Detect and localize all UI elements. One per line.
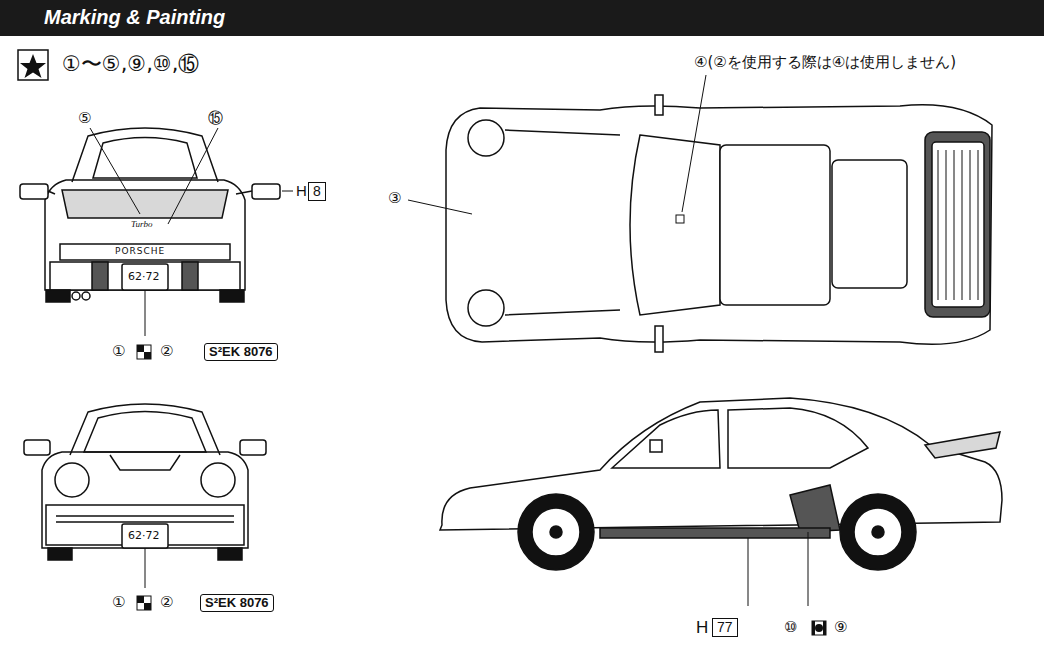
callout-number: ⑩ (784, 619, 797, 636)
decal-box: S²EK 8076 (204, 343, 278, 361)
callout-number: ① (112, 594, 125, 611)
decal-box: 8 (308, 182, 326, 201)
emblem-text: Turbo (131, 219, 153, 229)
plate-text: 62·72 (128, 530, 160, 543)
decal-box: S²EK 8076 (200, 594, 274, 612)
side-view (440, 398, 1002, 635)
rear-view (20, 128, 293, 359)
callout-number: ② (160, 594, 173, 611)
decal-box: 77 (712, 618, 738, 637)
callout-number: ⑮ (208, 110, 223, 127)
decal-number: S²EK 8076 (205, 595, 269, 610)
front-view (24, 404, 266, 610)
marking-list: ①〜⑤,⑨,⑩,⑮ (62, 52, 199, 76)
title-bar (0, 0, 1044, 36)
decal-number: S²EK 8076 (209, 344, 273, 359)
callout-number: ⑨ (834, 619, 847, 636)
top-view (408, 75, 992, 352)
plate-text: 62·72 (128, 271, 160, 284)
callout-number: ② (160, 343, 173, 360)
decal-number: 77 (717, 619, 733, 635)
callout-note: ④(②を使用する際は④は使用しません) (694, 54, 956, 71)
emblem-text: PORSCHE (115, 246, 165, 256)
callout-number: ① (112, 343, 125, 360)
callout-number: ③ (388, 190, 401, 207)
decal-number: 8 (313, 183, 321, 199)
title: Marking & Painting (44, 6, 225, 29)
callout-number: ⑤ (78, 110, 91, 127)
star-box (18, 50, 48, 80)
part-code: H (296, 182, 307, 199)
star-symbol (20, 54, 46, 78)
part-code: H (696, 618, 708, 638)
